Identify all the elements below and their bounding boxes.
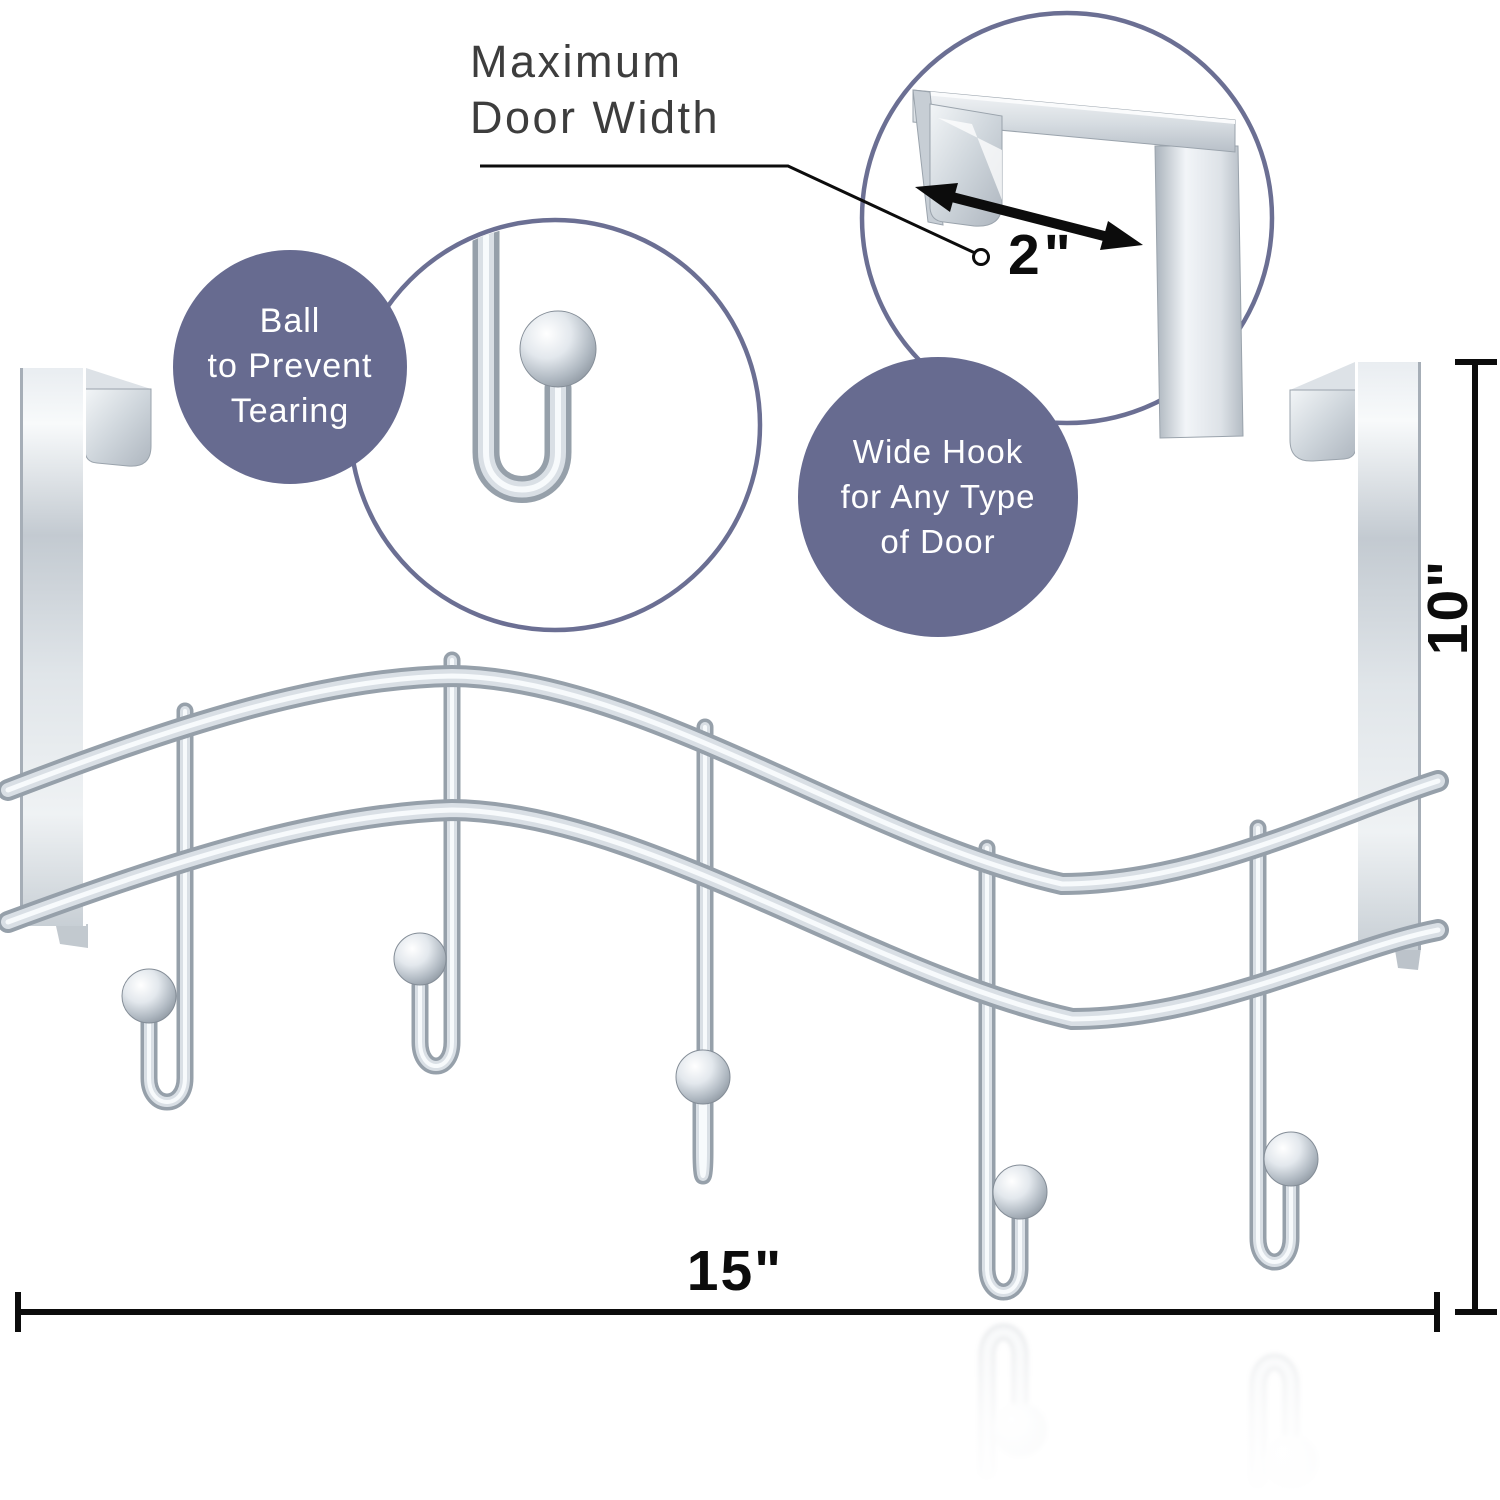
wide-hook-line3: of Door [880,523,996,560]
mini-bracket-top-edge [913,90,1235,124]
ball-tip-4 [992,1164,1048,1220]
right-bracket-bottom-tab [1395,948,1421,970]
width-dimension-value: 15" [686,1239,784,1303]
height-dimension-value: 10" [1416,558,1480,656]
reflection-fade [0,1318,1500,1500]
hook-ball-tips [121,932,1319,1220]
right-bracket-plate-edge [1418,362,1421,950]
door-thickness-value: 2" [1008,223,1075,287]
left-bracket-plate-edge [20,368,23,926]
height-dimension-line [1455,359,1497,1315]
door-hook-rack [0,362,1449,1301]
left-door-bracket [20,368,152,948]
max-door-width-line1: Maximum [470,36,683,87]
bottom-rail [0,798,1449,1031]
ball-tip-5 [1263,1131,1319,1187]
mini-bracket-flap-shine [938,118,1002,200]
right-bracket-plate-highlight [1355,362,1358,950]
right-bracket-plate [1355,362,1421,950]
hook-4 [978,839,1029,1301]
ball-feature-badge [173,250,407,484]
hook-5 [1249,819,1300,1271]
wide-hook-feature-badge [798,357,1078,637]
right-bracket-inner-flap [1289,389,1357,462]
hook-3 [692,718,714,1185]
leader-endpoint-dot [972,248,990,266]
ball-feature-line2: to Prevent [207,347,373,385]
ball-feature-line3: Tearing [230,392,350,430]
door-thickness-arrow [915,183,1143,250]
left-bracket-plate [20,368,86,926]
ball-tip-1 [121,968,177,1024]
mini-bracket-right-leg [1154,145,1244,439]
zoomed-ball-tip [519,310,597,388]
ball-tip-2 [393,932,447,986]
wide-hook-line2: for Any Type [840,478,1036,515]
hook-1 [140,702,194,1111]
wide-hook-line1: Wide Hook [852,433,1024,470]
max-door-width-line2: Door Width [470,92,721,143]
wave-rails [0,664,1449,1031]
left-bracket-bottom-tab [56,924,88,948]
zoomed-hook [472,223,572,503]
hook-2 [411,651,461,1075]
top-rail [0,664,1449,896]
left-bracket-plate-highlight [83,368,86,926]
wide-hook-feature-text: Wide Hook for Any Type of Door [806,429,1070,564]
right-door-bracket [1289,362,1421,970]
hooks [140,651,1300,1301]
leader-line [480,164,990,266]
ball-feature-line1: Ball [259,302,321,340]
ball-zoom-circle [347,217,763,633]
door-width-zoom-circle [859,10,1275,439]
left-bracket-inner-flap [84,388,152,467]
width-dimension-line [15,1292,1440,1332]
ball-tip-3 [675,1049,731,1105]
